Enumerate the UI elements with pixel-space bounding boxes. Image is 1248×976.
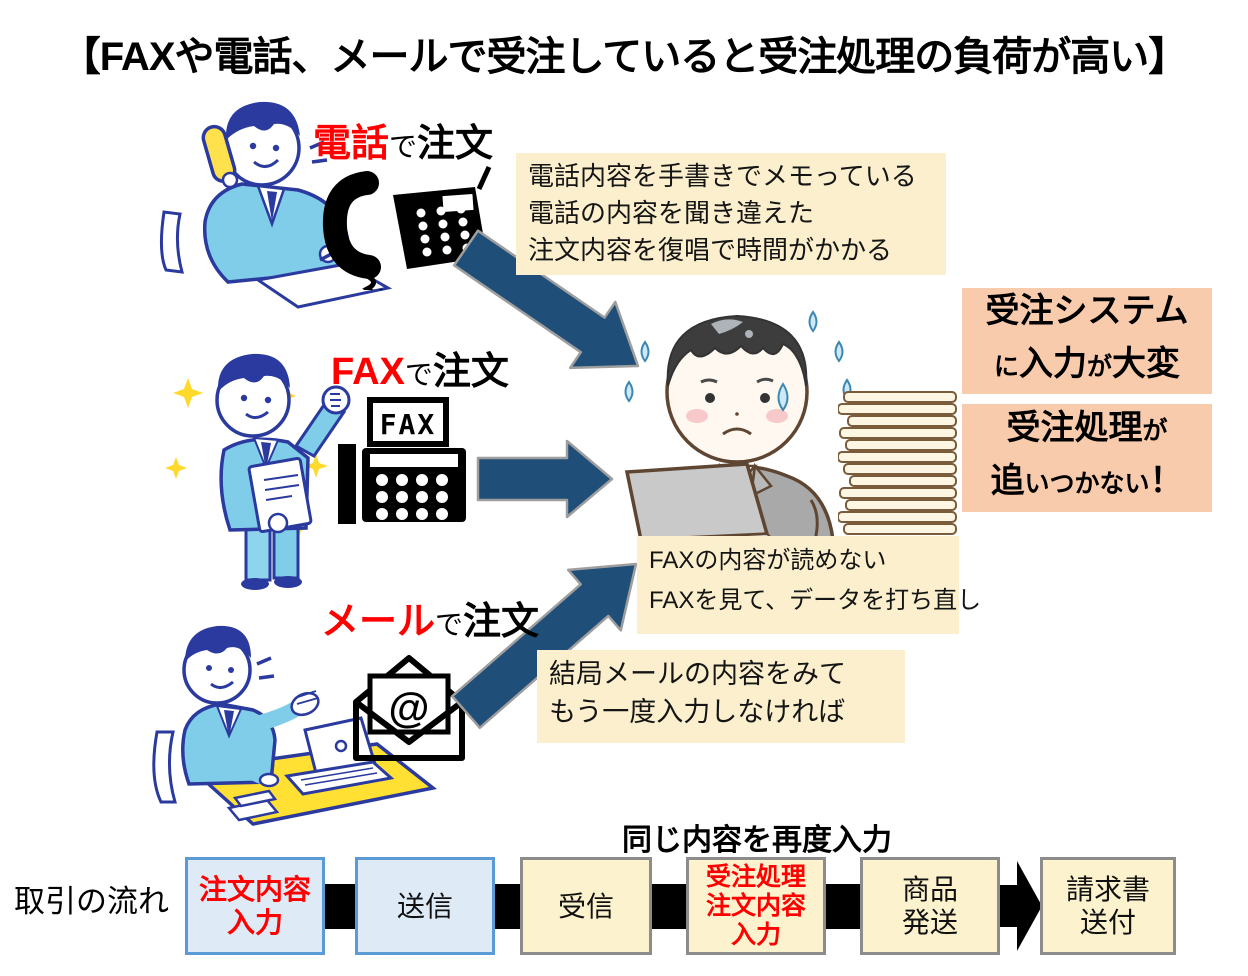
flow-label: 取引の流れ [14, 884, 169, 919]
note-line: 結局メールの内容をみて [549, 659, 846, 689]
flow-annotation: 同じ内容を再度入力 [622, 824, 892, 857]
mail-issues-note: 結局メールの内容をみて もう一度入力しなければ [537, 650, 905, 743]
phone-issues-note: 電話内容を手書きでメモっている 電話の内容を聞き違えた 注文内容を復唱で時間がか… [516, 153, 946, 275]
impact-box-system-entry: 受注システム に入力が大変 [962, 288, 1212, 394]
fax-handset [338, 444, 356, 524]
impact-box-cannot-keep-up: 受注処理が 追いつかない！ [962, 404, 1212, 512]
envelope-icon: @ [353, 655, 465, 761]
fax-order-label: FAXで注文 [331, 351, 509, 393]
desk-phone-icon [322, 165, 492, 290]
flow-step-order-processing: 受注処理 注文内容 入力 [686, 857, 826, 955]
flow-step-send: 送信 [355, 857, 495, 955]
flow-step-ship-goods: 商品 発送 [860, 857, 1000, 955]
flow-arrow-icon [997, 861, 1042, 951]
hair [666, 314, 808, 387]
laptop [624, 462, 770, 540]
mail-order-label: メールで注文 [321, 601, 540, 643]
overloaded-worker-illustration [624, 310, 852, 540]
phone-order-highlight: 電話 [313, 123, 390, 165]
note-line: 電話の内容を聞き違えた [528, 198, 815, 228]
note-line: もう一度入力しなければ [549, 697, 846, 727]
flow-step-send-invoice: 請求書 送付 [1040, 857, 1176, 955]
fax-machine-icon: FAX [338, 397, 466, 524]
flow-connector [322, 884, 358, 929]
note-line: 電話内容を手書きでメモっている [528, 161, 917, 191]
at-symbol: @ [389, 684, 430, 731]
flow-step-receive: 受信 [520, 857, 652, 955]
frown-mouth [722, 427, 752, 436]
page-title: 【FAXや電話、メールで受注していると受注処理の負荷が高い】 [60, 35, 1189, 79]
note-line: FAXを見て、データを打ち直し [649, 587, 982, 614]
flow-connector [649, 884, 689, 929]
phone-caller-illustration [159, 101, 393, 309]
fax-issues-note: FAXの内容が読めない FAXを見て、データを打ち直し [637, 536, 982, 634]
fax-order-highlight: FAX [331, 351, 405, 393]
sparkle [173, 378, 203, 408]
note-line: 注文内容を復唱で時間がかかる [528, 235, 893, 265]
paper-stack-illustration [838, 391, 957, 535]
fax-icon-label: FAX [380, 408, 437, 441]
sweat-drop [640, 340, 650, 363]
flow-connector [492, 884, 523, 929]
note-line: FAXの内容が読めない [649, 547, 887, 574]
mail-order-highlight: メール [321, 601, 436, 643]
chair [159, 210, 185, 274]
fax-to-worker-arrow [476, 439, 614, 519]
phone-order-label: 電話で注文 [313, 123, 494, 165]
fax-sender-illustration [165, 353, 351, 590]
flow-connector [823, 884, 863, 929]
antenna [476, 165, 492, 191]
flow-step-order-entry: 注文内容 入力 [185, 857, 325, 955]
chair [152, 730, 177, 804]
mail-sender-illustration [152, 625, 438, 826]
